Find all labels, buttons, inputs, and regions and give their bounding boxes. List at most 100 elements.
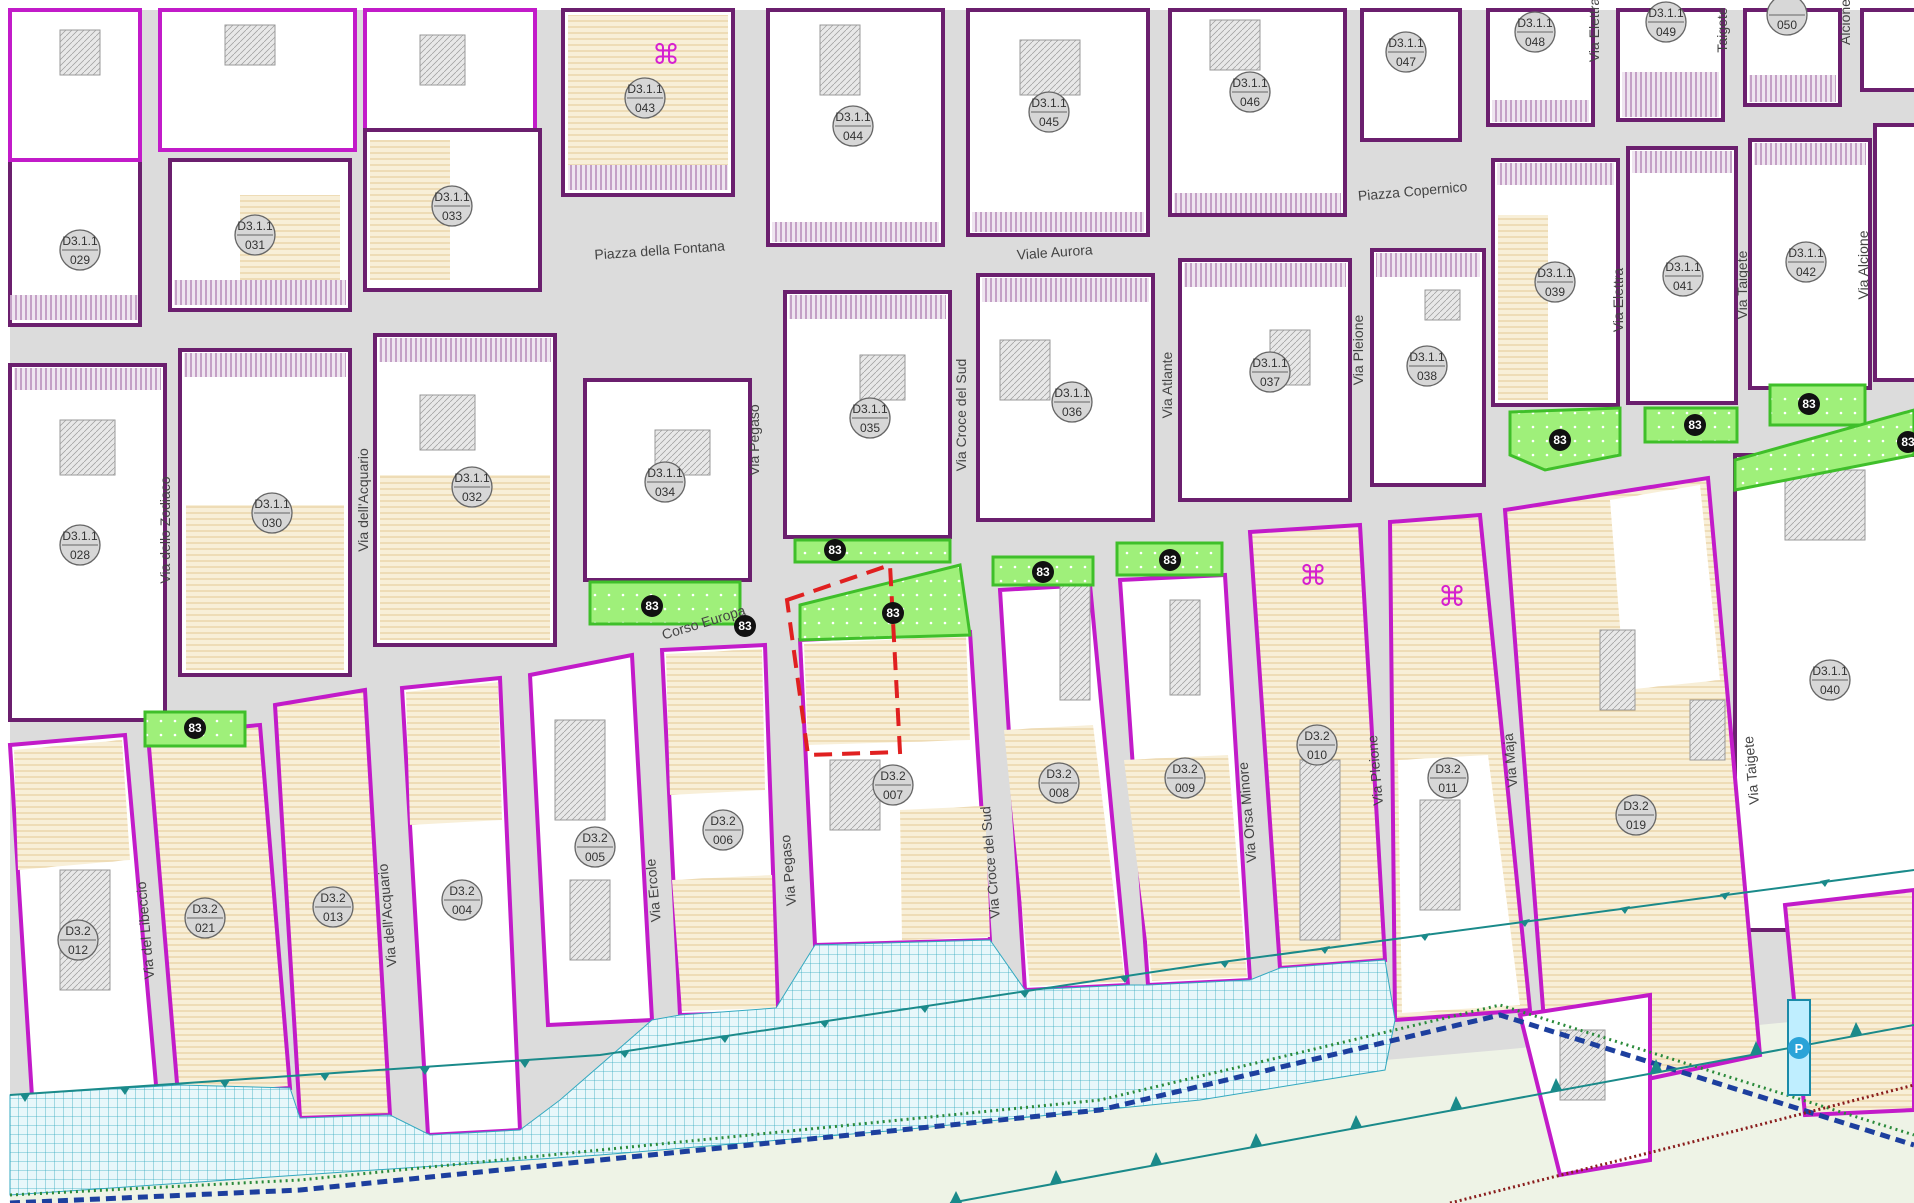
teal-triangle-line: [9, 869, 1914, 1203]
street-label-via-dello-zodiaco: Via dello Zodiaco: [157, 476, 173, 583]
zone-label-011[interactable]: D3.2 011: [1427, 757, 1469, 799]
green-area-marker[interactable]: 83: [734, 615, 756, 637]
green-area-marker[interactable]: 83: [1549, 429, 1571, 451]
zone-code: D3.1.1: [1648, 6, 1684, 20]
zone-code: D3.2: [1304, 729, 1330, 743]
svg-text:83: 83: [1036, 565, 1050, 579]
zone-number: 043: [635, 101, 655, 115]
zone-code: D3.2: [880, 769, 906, 783]
svg-text:83: 83: [738, 619, 752, 633]
zone-number: 047: [1396, 55, 1416, 69]
zone-number: 033: [442, 209, 462, 223]
zone-code: D3.2: [1435, 762, 1461, 776]
zone-code: D3.2: [65, 924, 91, 938]
green-area-marker[interactable]: 83: [882, 602, 904, 624]
zone-code: D3.1.1: [1388, 36, 1424, 50]
map-frame-left: [0, 0, 10, 1203]
block-044-purple: [772, 222, 939, 242]
zone-number: 009: [1175, 781, 1195, 795]
zone-code: D3.2: [320, 891, 346, 905]
green-area-marker[interactable]: 83: [1684, 414, 1706, 436]
street-label-via-maja: Via Maja: [1500, 733, 1521, 789]
highlighted-plot-boundary[interactable]: [784, 562, 903, 758]
zone-code: D3.1.1: [1409, 350, 1445, 364]
zone-code: D3.2: [449, 884, 475, 898]
zone-number: 040: [1820, 683, 1840, 697]
green-area-marker[interactable]: 83: [1798, 393, 1820, 415]
zone-number: 039: [1545, 285, 1565, 299]
green-area-marker[interactable]: 83: [1159, 549, 1181, 571]
zone-number: 007: [883, 788, 903, 802]
block-047[interactable]: [1360, 8, 1462, 142]
street-label-via-pleione-s: Via Pleione: [1364, 734, 1386, 806]
zone-label-047[interactable]: D3.1.1 047: [1385, 31, 1427, 73]
svg-text:83: 83: [828, 543, 842, 557]
zone-number: 029: [70, 253, 90, 267]
street-label-via-ercole: Via Ercole: [642, 858, 663, 923]
zone-label-007[interactable]: D3.2 007: [872, 764, 914, 806]
green-area-marker[interactable]: 83: [824, 539, 846, 561]
zone-code: D3.1.1: [254, 497, 290, 511]
green-area-marker[interactable]: 83: [1897, 431, 1914, 453]
green-dotted-boundary: [9, 1003, 1914, 1197]
middle-purple-strips: [10, 143, 1866, 390]
green-area-marker[interactable]: 83: [1032, 561, 1054, 583]
street-label-via-pleione-n: Via Pleione: [1350, 315, 1366, 386]
zone-number: 008: [1049, 786, 1069, 800]
zone-code: D3.1.1: [1665, 260, 1701, 274]
zone-label-008[interactable]: D3.2 008: [1038, 762, 1080, 804]
zone-label-006[interactable]: D3.2 006: [702, 809, 744, 851]
zone-number: 030: [262, 516, 282, 530]
zone-number: 006: [713, 833, 733, 847]
street-label-via-alcione: Via Alcione: [1855, 230, 1871, 299]
zone-code: D3.2: [1623, 799, 1649, 813]
block-039-hatch: [1498, 215, 1548, 400]
street-label-via-croce-del-sud-n: Via Croce del Sud: [953, 359, 969, 472]
zone-code: D3.1.1: [62, 529, 98, 543]
zone-number: 011: [1438, 781, 1457, 795]
heritage-icon: ⌘: [652, 38, 680, 71]
zone-code: D3.1.1: [1252, 356, 1288, 370]
block-048-purple: [1492, 100, 1589, 122]
zone-label-013[interactable]: D3.2 013: [312, 886, 354, 928]
zone-number: 031: [245, 238, 265, 252]
zone-number: 042: [1796, 265, 1816, 279]
zone-label-050[interactable]: 050: [1766, 0, 1808, 36]
zone-labels: D3.1.1029D3.1.1031D3.1.1033D3.1.1043D3.1…: [57, 0, 1851, 961]
zone-code: D3.2: [710, 814, 736, 828]
zone-number: 013: [323, 910, 343, 924]
zone-code: D3.2: [1046, 767, 1072, 781]
svg-text:83: 83: [1553, 433, 1567, 447]
green-area-marker[interactable]: 83: [184, 717, 206, 739]
green-area-marker[interactable]: 83: [641, 595, 663, 617]
zone-label-030[interactable]: D3.1.1 030: [251, 492, 293, 534]
